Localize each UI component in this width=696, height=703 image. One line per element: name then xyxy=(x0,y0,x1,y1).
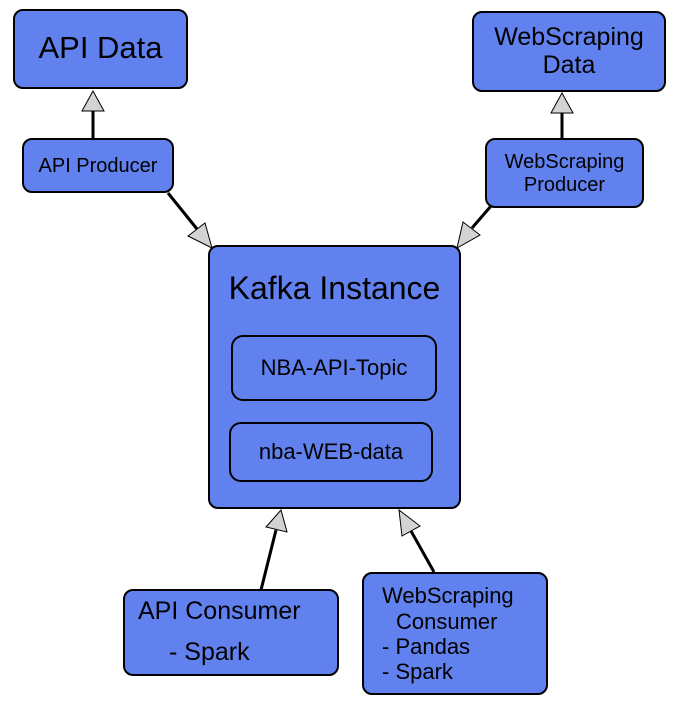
topic-nba-web-data-label: nba-WEB-data xyxy=(258,439,404,464)
web-consumer-node: WebScraping Consumer - Pandas - Spark xyxy=(362,572,548,695)
web-producer-line1: WebScraping xyxy=(504,150,625,173)
api-producer-label: API Producer xyxy=(38,154,158,177)
api-data-label: API Data xyxy=(38,29,163,65)
topic-nba-api-label: NBA-API-Topic xyxy=(260,355,408,380)
kafka-instance-node: Kafka Instance NBA-API-Topic nba-WEB-dat… xyxy=(208,245,461,509)
api-producer-node: API Producer xyxy=(22,138,174,193)
arrow-api-producer-to-api-data xyxy=(81,89,105,139)
arrow-api-consumer-to-kafka xyxy=(259,508,288,591)
web-data-line2: Data xyxy=(542,51,596,79)
arrow-api-producer-to-kafka xyxy=(166,192,213,249)
api-consumer-line1: API Consumer xyxy=(138,597,301,625)
web-consumer-line3: - Pandas xyxy=(382,634,471,659)
topic-nba-api: NBA-API-Topic xyxy=(231,335,437,401)
api-consumer-line2: - Spark xyxy=(169,638,250,666)
arrow-web-producer-to-web-data xyxy=(550,91,574,138)
web-data-line1: WebScraping xyxy=(494,23,644,51)
api-consumer-node: API Consumer - Spark xyxy=(123,589,339,676)
web-producer-line2: Producer xyxy=(523,173,606,196)
api-data-node: API Data xyxy=(13,9,188,89)
web-consumer-line4: - Spark xyxy=(382,659,453,684)
arrow-web-consumer-to-kafka xyxy=(398,508,436,573)
topic-nba-web-data: nba-WEB-data xyxy=(229,422,433,482)
kafka-title: Kafka Instance xyxy=(228,270,441,306)
web-consumer-line2: Consumer xyxy=(396,609,498,634)
web-producer-node: WebScraping Producer xyxy=(485,138,644,208)
arrow-web-producer-to-kafka xyxy=(456,205,493,249)
web-consumer-line1: WebScraping xyxy=(382,583,514,608)
web-data-node: WebScraping Data xyxy=(472,11,666,92)
